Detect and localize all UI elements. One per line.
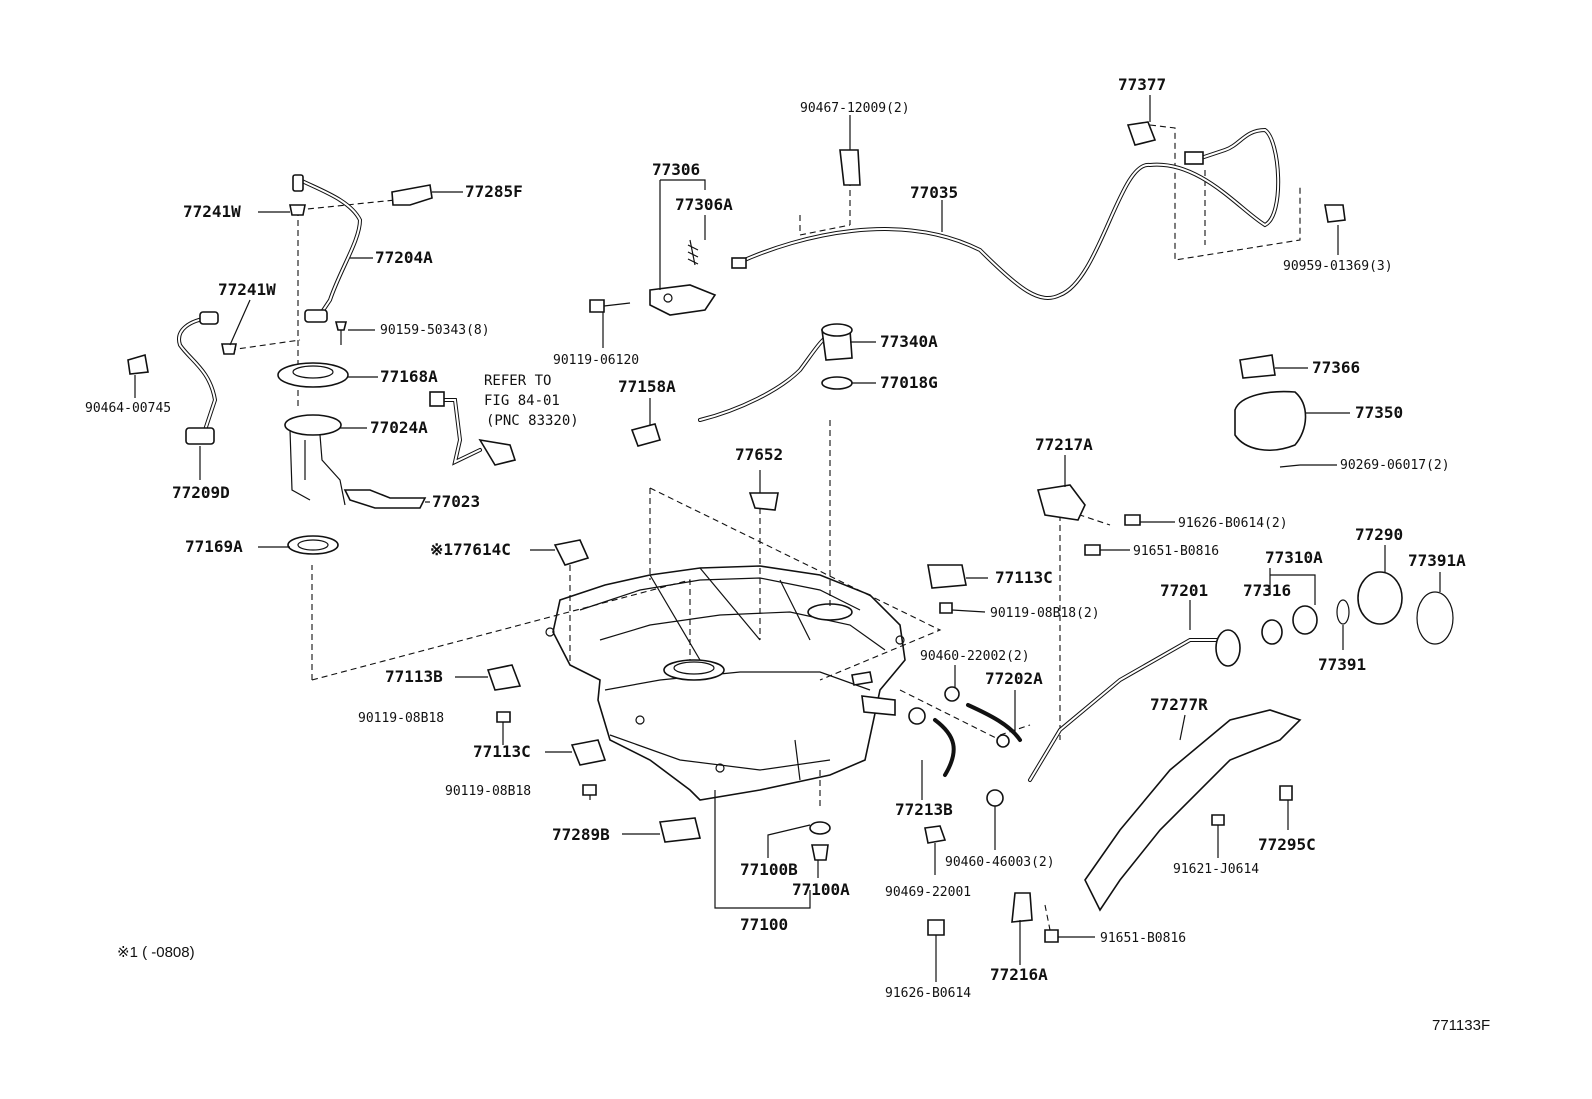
footnote: ※1 ( -0808) xyxy=(117,944,195,961)
label-77316[interactable]: 77316 xyxy=(1243,581,1291,600)
label-77113c-upper[interactable]: 77113C xyxy=(995,568,1053,587)
label-77289b[interactable]: 77289B xyxy=(552,825,610,844)
label-90469-22001[interactable]: 90469-22001 xyxy=(885,885,971,900)
label-77241w-lower[interactable]: 77241W xyxy=(218,280,276,299)
fuel-tank xyxy=(545,565,906,801)
label-77201[interactable]: 77201 xyxy=(1160,581,1208,600)
label-77100[interactable]: 77100 xyxy=(740,915,788,934)
label-77113c-lower[interactable]: 77113C xyxy=(473,742,531,761)
label-77652[interactable]: 77652 xyxy=(735,445,783,464)
label-77290[interactable]: 77290 xyxy=(1355,525,1403,544)
label-77366[interactable]: 77366 xyxy=(1312,358,1360,377)
label-91626-b0614-2[interactable]: 91626-B0614(2) xyxy=(1178,516,1288,531)
refer-note-line-1: REFER TO xyxy=(484,373,551,389)
sender-wire-harness xyxy=(177,178,837,466)
fuel-lid-opener-cable xyxy=(731,127,1281,300)
label-77340a[interactable]: 77340A xyxy=(880,332,938,351)
label-90119-08b18-b[interactable]: 90119-08B18 xyxy=(445,784,531,799)
label-77023[interactable]: 77023 xyxy=(432,492,480,511)
label-77310a[interactable]: 77310A xyxy=(1265,548,1323,567)
label-77306a[interactable]: 77306A xyxy=(675,195,733,214)
label-77024a[interactable]: 77024A xyxy=(370,418,428,437)
label-77217a[interactable]: 77217A xyxy=(1035,435,1093,454)
label-91651-b0816-upper[interactable]: 91651-B0816 xyxy=(1133,544,1219,559)
label-77295c[interactable]: 77295C xyxy=(1258,835,1316,854)
part-labels: 77377 90467-12009(2) 77306 77306A 77035 … xyxy=(85,75,1490,1034)
label-77241w-upper[interactable]: 77241W xyxy=(183,202,241,221)
refer-note-line-2: FIG 84-01 xyxy=(484,393,560,409)
label-77391[interactable]: 77391 xyxy=(1318,655,1366,674)
label-77209d[interactable]: 77209D xyxy=(172,483,230,502)
label-90269-06017[interactable]: 90269-06017(2) xyxy=(1340,458,1450,473)
label-77204a[interactable]: 77204A xyxy=(375,248,433,267)
label-77213b[interactable]: 77213B xyxy=(895,800,953,819)
refer-note-line-3: (PNC 83320) xyxy=(486,413,579,429)
label-177614c[interactable]: ※177614C xyxy=(430,540,511,559)
label-77202a[interactable]: 77202A xyxy=(985,669,1043,688)
label-90464-00745[interactable]: 90464-00745 xyxy=(85,401,171,416)
label-77100b[interactable]: 77100B xyxy=(740,860,798,879)
label-77169a[interactable]: 77169A xyxy=(185,537,243,556)
label-90119-08b18-2[interactable]: 90119-08B18(2) xyxy=(990,606,1100,621)
label-90119-08b18-a[interactable]: 90119-08B18 xyxy=(358,711,444,726)
label-77113b[interactable]: 77113B xyxy=(385,667,443,686)
dashed-reference-lines xyxy=(229,124,1301,931)
label-77306[interactable]: 77306 xyxy=(652,160,700,179)
label-77285f[interactable]: 77285F xyxy=(465,182,523,201)
label-77377[interactable]: 77377 xyxy=(1118,75,1166,94)
label-90460-46003[interactable]: 90460-46003(2) xyxy=(945,855,1055,870)
label-77391a[interactable]: 77391A xyxy=(1408,551,1466,570)
label-77018g[interactable]: 77018G xyxy=(880,373,938,392)
label-91626-b0614[interactable]: 91626-B0614 xyxy=(885,986,971,1001)
label-77168a[interactable]: 77168A xyxy=(380,367,438,386)
leader-lines xyxy=(134,95,1441,982)
label-77350[interactable]: 77350 xyxy=(1355,403,1403,422)
small-parts xyxy=(127,121,1454,943)
label-90460-22002[interactable]: 90460-22002(2) xyxy=(920,649,1030,664)
label-77216a[interactable]: 77216A xyxy=(990,965,1048,984)
label-91651-b0816-lower[interactable]: 91651-B0816 xyxy=(1100,931,1186,946)
label-77277r[interactable]: 77277R xyxy=(1150,695,1208,714)
label-77100a[interactable]: 77100A xyxy=(792,880,850,899)
label-77035[interactable]: 77035 xyxy=(910,183,958,202)
label-77158a[interactable]: 77158A xyxy=(618,377,676,396)
label-90467-12009[interactable]: 90467-12009(2) xyxy=(800,101,910,116)
figure-id: 771133F xyxy=(1432,1017,1490,1034)
label-90119-06120[interactable]: 90119-06120 xyxy=(553,353,639,368)
label-90959-01369[interactable]: 90959-01369(3) xyxy=(1283,259,1393,274)
label-91621-j0614[interactable]: 91621-J0614 xyxy=(1173,862,1259,877)
label-90159-50343[interactable]: 90159-50343(8) xyxy=(380,323,490,338)
